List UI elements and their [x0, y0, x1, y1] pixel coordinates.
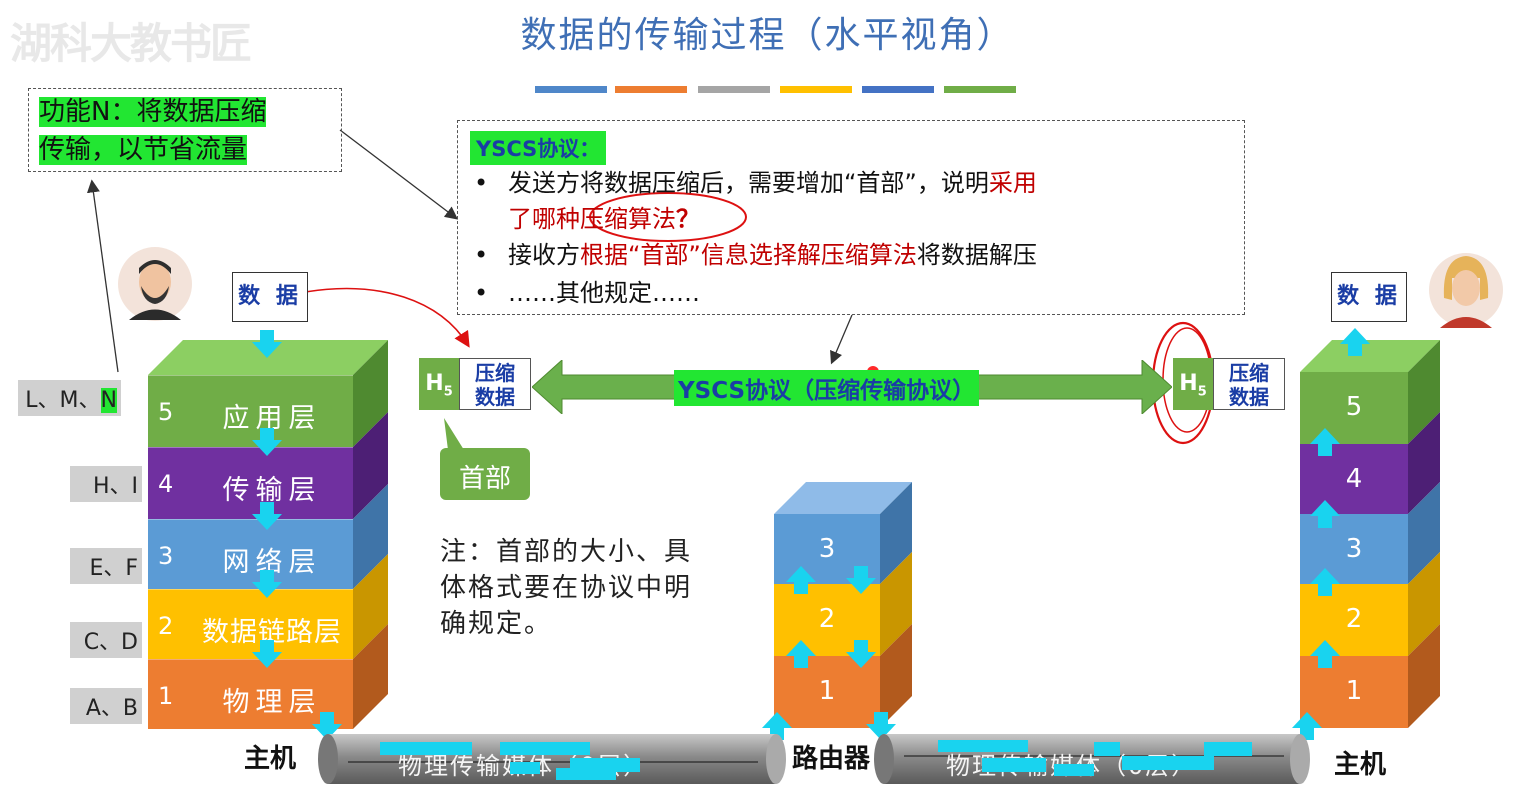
down-arrow-icon: [252, 570, 282, 598]
protocol-bullet-1: •发送方将数据压缩后，需要增加“首部”，说明采用 了哪种压缩算法？: [474, 169, 1037, 233]
red-arrow-data-to-packet: [304, 287, 470, 348]
down-arrow-icon: [846, 566, 876, 594]
right-layer-5: 5: [1300, 372, 1408, 444]
left-layer-1: 1 物理层: [148, 659, 353, 729]
left-host-label: 主机: [244, 744, 297, 774]
right-host-label: 主机: [1334, 750, 1387, 780]
router-label: 路由器: [792, 744, 871, 774]
right-data-box: 数 据: [1331, 272, 1407, 322]
down-arrow-icon: [312, 712, 342, 740]
protocol-bullet-2: •接收方根据“首部”信息选择解压缩算法将数据解压: [474, 241, 1037, 269]
color-bar: [780, 86, 852, 93]
side-label-ef: E、F: [70, 548, 142, 584]
protocol-bullet-3: •……其他规定……: [474, 279, 700, 307]
side-label-ab: A、B: [70, 688, 142, 724]
up-arrow-icon: [1292, 712, 1322, 740]
side-label-lmn: L、M、N: [18, 380, 121, 416]
right-packet-data: 压缩数据: [1213, 358, 1285, 410]
red-circle-annotation: [589, 192, 747, 242]
up-arrow-icon: [1310, 428, 1340, 456]
up-arrow-icon: [1310, 640, 1340, 668]
protocol-heading: YSCS协议：: [470, 131, 607, 165]
protocol-box: YSCS协议： •发送方将数据压缩后，需要增加“首部”，说明采用 了哪种压缩算法…: [457, 120, 1245, 315]
down-arrow-icon: [866, 712, 896, 740]
page-title: 数据的传输过程（水平视角）: [520, 15, 1015, 56]
down-arrow-icon: [252, 330, 282, 358]
protocol-arrow-label: YSCS协议（压缩传输协议）: [674, 370, 980, 406]
arrow-to-function-box: [86, 179, 119, 373]
color-bar: [944, 86, 1016, 93]
up-arrow-icon: [1310, 568, 1340, 596]
left-packet-data: 压缩数据: [459, 358, 531, 410]
function-line-1: 功能N：将数据压缩: [39, 97, 267, 127]
arrow-to-protocol-box: [339, 129, 459, 220]
down-arrow-icon: [252, 640, 282, 668]
up-arrow-icon: [1340, 328, 1370, 356]
left-packet-header: H5: [419, 358, 459, 410]
down-arrow-icon: [846, 640, 876, 668]
up-arrow-icon: [786, 640, 816, 668]
header-callout: 首部: [440, 412, 530, 500]
color-bar: [535, 86, 607, 93]
left-packet: H5 压缩数据: [419, 358, 531, 410]
side-label-hi: H、I: [70, 466, 142, 502]
note-text: 注：首部的大小、具 体格式要在协议中明 确规定。: [440, 537, 693, 639]
left-layer-5: 5 应用层: [148, 375, 353, 447]
color-bar: [615, 86, 687, 93]
left-host-stack: 5 应用层 4 传输层 3 网络层 2 数据链路层 1 物理层: [148, 340, 388, 730]
left-layer-4: 4 传输层: [148, 447, 353, 519]
left-data-box: 数 据: [232, 272, 308, 322]
down-arrow-icon: [252, 502, 282, 530]
function-line-2: 传输，以节省流量: [39, 135, 248, 165]
down-arrow-icon: [252, 428, 282, 456]
right-layer-1: 1: [1300, 656, 1408, 728]
side-label-cd: C、D: [70, 622, 142, 658]
right-packet: H5 压缩数据: [1173, 358, 1285, 410]
up-arrow-icon: [786, 566, 816, 594]
right-packet-header: H5: [1173, 358, 1213, 410]
up-arrow-icon: [1310, 500, 1340, 528]
female-avatar-icon: [1428, 248, 1504, 334]
router-layer-1: 1: [774, 656, 880, 728]
left-physical-medium: 物理传输媒体（0层）: [318, 732, 786, 786]
arrow-to-protocol-label: [830, 314, 853, 365]
up-arrow-icon: [762, 712, 792, 740]
left-layer-3: 3 网络层: [148, 519, 353, 589]
color-bar: [698, 86, 770, 93]
watermark-logo: 湖科大教书匠: [10, 19, 252, 68]
color-bar: [862, 86, 934, 93]
left-layer-2: 2 数据链路层: [148, 589, 353, 659]
right-physical-medium: 物理传输媒体（0层）: [874, 732, 1310, 786]
right-host-stack: 5 4 3 2 1: [1300, 340, 1440, 730]
router-stack: 3 2 1: [774, 482, 912, 730]
left-stack-3d: [148, 340, 388, 729]
function-box: 功能N：将数据压缩 传输，以节省流量: [28, 88, 342, 172]
male-avatar-icon: [117, 244, 193, 324]
